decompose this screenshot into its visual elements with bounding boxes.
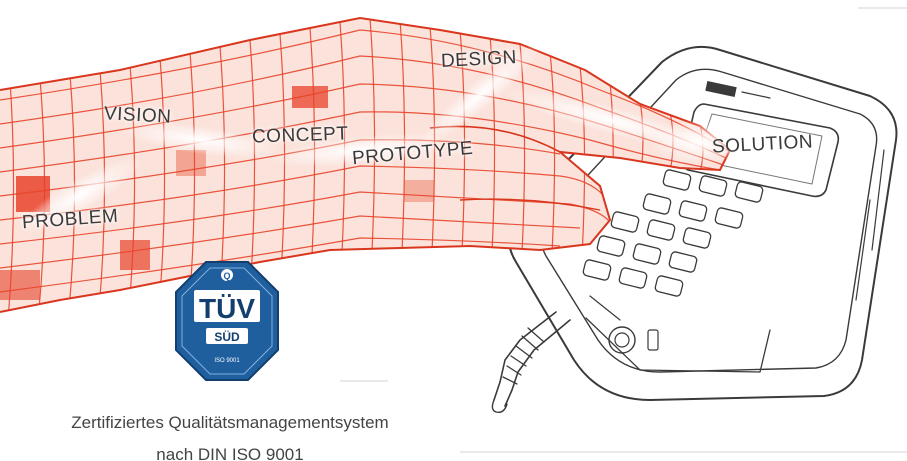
stage-label-design: DESIGN — [440, 47, 518, 72]
wireframe-hand-icon — [0, 16, 732, 313]
stage-label-concept: CONCEPT — [251, 123, 349, 148]
certification-caption-line-1: Zertifiziertes Qualitätsmanagementsystem — [71, 413, 389, 432]
seal-main-text: TÜV — [199, 293, 255, 324]
seal-sub-text: SÜD — [214, 329, 240, 344]
handheld-terminal-icon — [491, 45, 898, 414]
seal-standard-text: ISO 9001 — [214, 358, 240, 364]
stage-label-vision: VISION — [103, 103, 172, 128]
stage-label-solution: SOLUTION — [711, 131, 814, 158]
glow-path — [18, 42, 750, 233]
tuv-sud-seal-icon: Q TÜV SÜD ISO 9001 — [175, 261, 279, 381]
certification-caption-line-2: nach DIN ISO 9001 — [156, 445, 304, 461]
seal-top-letter: Q — [223, 271, 230, 281]
